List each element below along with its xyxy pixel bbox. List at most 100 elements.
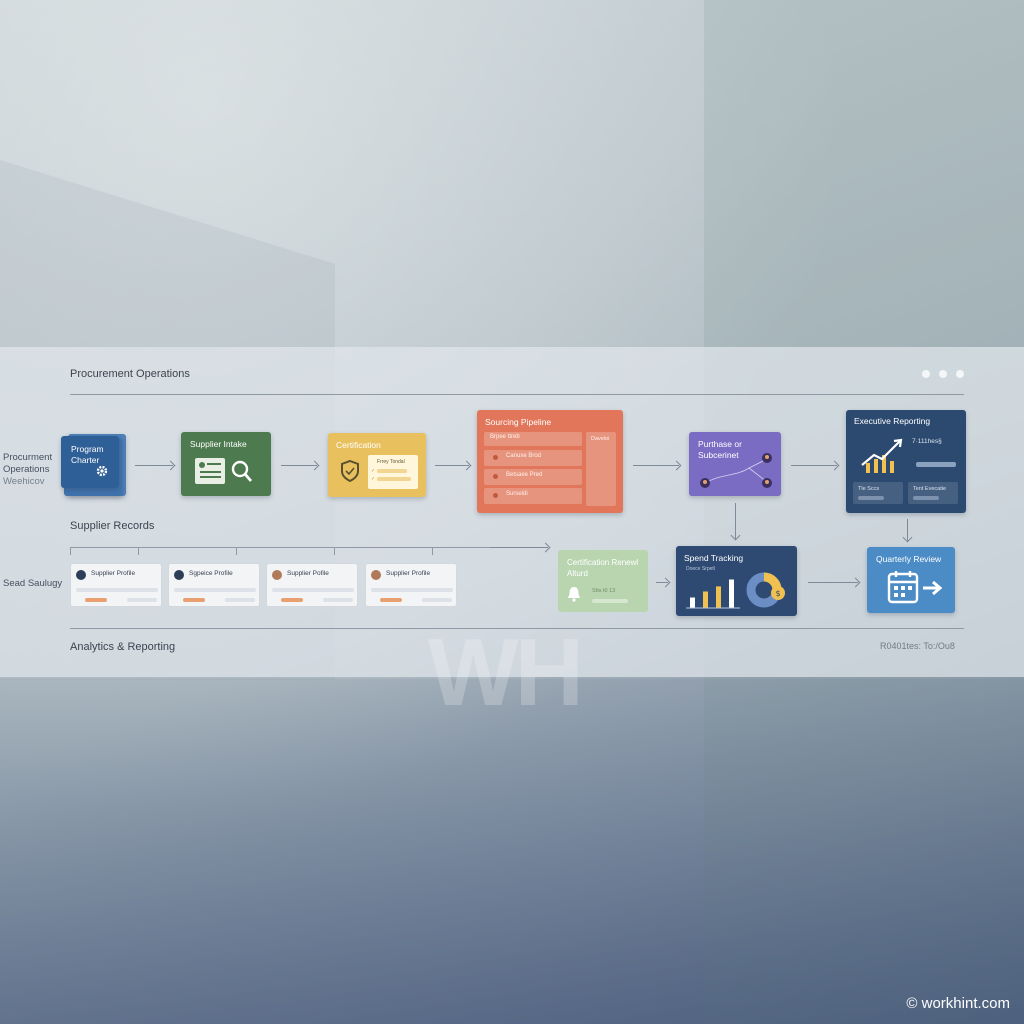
- connector-tick: [138, 547, 139, 555]
- profile-status-bar: [380, 598, 402, 602]
- profile-line: [323, 598, 353, 602]
- sourcing-row[interactable]: Surseldi: [484, 488, 582, 504]
- gear-icon: [96, 465, 108, 477]
- supplier-profile-card[interactable]: Supplier Pofile: [266, 563, 358, 607]
- flow-arrow: [633, 465, 679, 466]
- executive-tile: Tle Sccs: [853, 482, 903, 504]
- spend-bar: [703, 591, 708, 608]
- bell-icon: [568, 587, 580, 602]
- pagination-dot[interactable]: [956, 370, 964, 378]
- spend-tracking-title: Spend Tracking: [684, 553, 744, 563]
- purchase-title: Purthase or Subcerinet: [698, 439, 742, 460]
- flow-arrow: [791, 465, 837, 466]
- section-title-middle: Supplier Records: [70, 520, 155, 532]
- profile-title: Supplier Pofile: [287, 570, 329, 577]
- flow-arrow: [490, 547, 548, 548]
- flow-arrow: [281, 465, 317, 466]
- checklist-line: [377, 477, 411, 481]
- watermark-logo: WH: [428, 619, 584, 726]
- certification-renewal-title: Certification Renewl Alturd: [567, 558, 639, 578]
- sourcing-row[interactable]: Betsaee Pred: [484, 469, 582, 485]
- donut-chart-icon: $: [746, 572, 785, 608]
- certification-checklist: Frrey Tondal ✓ ✓: [368, 455, 418, 489]
- status-dot: [493, 455, 498, 460]
- profile-title: Supplier Profile: [386, 570, 431, 577]
- status-dot: [493, 493, 498, 498]
- tile-bar: [858, 496, 884, 500]
- profile-status-bar: [183, 598, 205, 602]
- sourcing-header-label: Brpee ttreb: [490, 434, 520, 440]
- executive-tile: Tent Evecatie: [908, 482, 958, 504]
- program-charter-card[interactable]: Program Charter: [61, 436, 119, 488]
- copyright-text: © workhint.com: [906, 995, 1010, 1012]
- spend-bar-chart: [686, 579, 740, 609]
- flow-arrow: [808, 582, 858, 583]
- trend-chart-icon: [861, 438, 903, 473]
- footer-meta: R0401tes: To:/Ou8: [880, 641, 955, 651]
- spend-bar: [716, 586, 721, 608]
- profile-line: [272, 588, 354, 592]
- pagination-dot[interactable]: [922, 370, 930, 378]
- profile-line: [422, 598, 452, 602]
- executive-reporting-title: Executive Reporting: [854, 416, 931, 426]
- executive-tile-label: Tent Evecatie: [913, 486, 947, 492]
- sourcing-side-label: Daveloi: [591, 436, 610, 442]
- certification-card[interactable]: Certification Frrey Tondal ✓ ✓: [328, 433, 426, 497]
- supplier-intake-title: Supplier Intake: [190, 439, 247, 449]
- pagination-dot[interactable]: [939, 370, 947, 378]
- section-title-top: Procurement Operations: [70, 368, 190, 380]
- sourcing-row-label: Canuxe Brod: [506, 453, 542, 459]
- sourcing-row[interactable]: Canuxe Brod: [484, 450, 582, 466]
- quarterly-review-card[interactable]: Quarterly Review: [867, 547, 955, 613]
- profile-line: [174, 588, 256, 592]
- spend-bar: [729, 579, 734, 608]
- certification-renewal-card[interactable]: Certification Renewl Alturd Stts t0 13: [558, 550, 648, 612]
- purchase-card[interactable]: Purthase or Subcerinet: [689, 432, 781, 496]
- profile-line: [371, 588, 453, 592]
- shield-icon: [341, 460, 359, 482]
- metric-bar: [916, 462, 956, 467]
- pagination-dots[interactable]: [922, 370, 964, 378]
- side-label-procurement: Procurment Operations Weehicov: [3, 452, 53, 487]
- sourcing-pipeline-title: Sourcing Pipeline: [485, 417, 552, 427]
- check-icon: ✓: [371, 476, 376, 482]
- supplier-profile-card[interactable]: Supplier Profile: [365, 563, 457, 607]
- profile-line: [127, 598, 157, 602]
- supplier-profile-card[interactable]: Sgpeice Profile: [168, 563, 260, 607]
- spend-tracking-card[interactable]: Spend Tracking Doece Srpetl $: [676, 546, 797, 616]
- program-charter-title: Program Charter: [71, 444, 104, 465]
- divider-top: [70, 394, 964, 395]
- executive-metric: 7·111hes§: [912, 438, 942, 445]
- side-label-row2: Sead Saulugy: [3, 578, 63, 589]
- avatar: [76, 570, 86, 580]
- status-dot: [493, 474, 498, 479]
- section-title-bottom: Analytics & Reporting: [70, 641, 176, 653]
- connector-tick: [334, 547, 335, 555]
- avatar: [371, 570, 381, 580]
- profile-status-bar: [281, 598, 303, 602]
- supplier-profile-card[interactable]: Supplier Profile: [70, 563, 162, 607]
- executive-reporting-card[interactable]: Executive Reporting 7·111hes§ Tle Sccs T…: [846, 410, 966, 513]
- people-network-icon: [700, 453, 772, 488]
- renewal-line: [592, 599, 628, 603]
- certification-title: Certification: [336, 440, 381, 450]
- checklist-line: [377, 469, 407, 473]
- supplier-intake-card[interactable]: Supplier Intake: [181, 432, 271, 496]
- sourcing-row-label: Betsaee Pred: [506, 472, 543, 478]
- svg-text:$: $: [776, 589, 781, 598]
- sourcing-pipeline-card[interactable]: Sourcing Pipeline Brpee ttreb Daveloi Ca…: [477, 410, 623, 513]
- flow-arrow-down: [907, 519, 908, 541]
- sourcing-header: Brpee ttreb: [484, 432, 582, 446]
- background-shade: [0, 679, 1024, 1024]
- flow-arrow: [656, 582, 668, 583]
- sourcing-side-column: Daveloi: [586, 432, 616, 506]
- flow-arrow-down: [735, 503, 736, 539]
- profile-status-bar: [85, 598, 107, 602]
- flow-arrow: [435, 465, 469, 466]
- flow-arrow: [135, 465, 173, 466]
- certification-subtitle: Frrey Tondal: [377, 459, 405, 465]
- divider-bottom: [70, 628, 964, 629]
- calendar-arrow-icon: [887, 571, 943, 604]
- spend-bar: [690, 597, 695, 608]
- spend-tracking-subtitle: Doece Srpetl: [686, 566, 715, 572]
